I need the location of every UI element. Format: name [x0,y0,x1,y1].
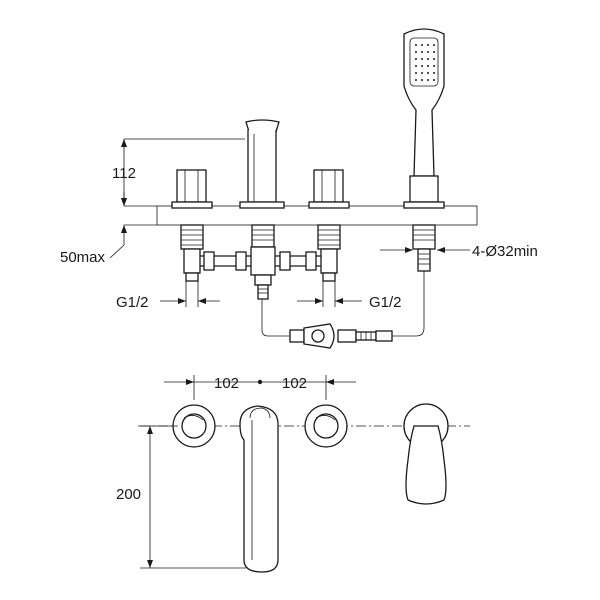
dim-spacing: 102 102 [164,375,356,400]
dim-projection-label: 200 [116,486,141,503]
left-handle-valve [171,169,213,282]
dim-inlet-left: G1/2 [116,281,220,311]
dim-projection: 200 [116,425,246,569]
spout [239,119,285,300]
dim-50max: 50max [60,192,157,266]
dim-spacing-left-label: 102 [214,375,239,392]
hand-shower [403,28,445,272]
dim-inlet-right-label: G1/2 [369,294,402,311]
dim-hole-spec-label: 4-Ø32min [472,243,538,260]
connecting-hoses [200,251,321,271]
right-handle-plan [304,404,348,448]
elevation-view: 112 50max [60,28,538,349]
shower-hose [261,271,425,349]
spout-plan [239,405,279,573]
dim-50max-label: 50max [60,249,106,266]
shower-nozzle-grid [415,44,435,81]
right-handle-valve [308,169,350,282]
dim-hole-spec: 4-Ø32min [380,243,538,260]
deck-slab [156,205,478,226]
dim-112-label: 112 [112,165,136,182]
hand-shower-plan [403,403,449,505]
dim-inlet-left-label: G1/2 [116,294,149,311]
dim-spacing-right-label: 102 [282,375,307,392]
left-handle-plan [172,404,216,448]
plan-view: 102 102 [116,375,470,573]
dim-inlet-right: G1/2 [297,281,402,311]
